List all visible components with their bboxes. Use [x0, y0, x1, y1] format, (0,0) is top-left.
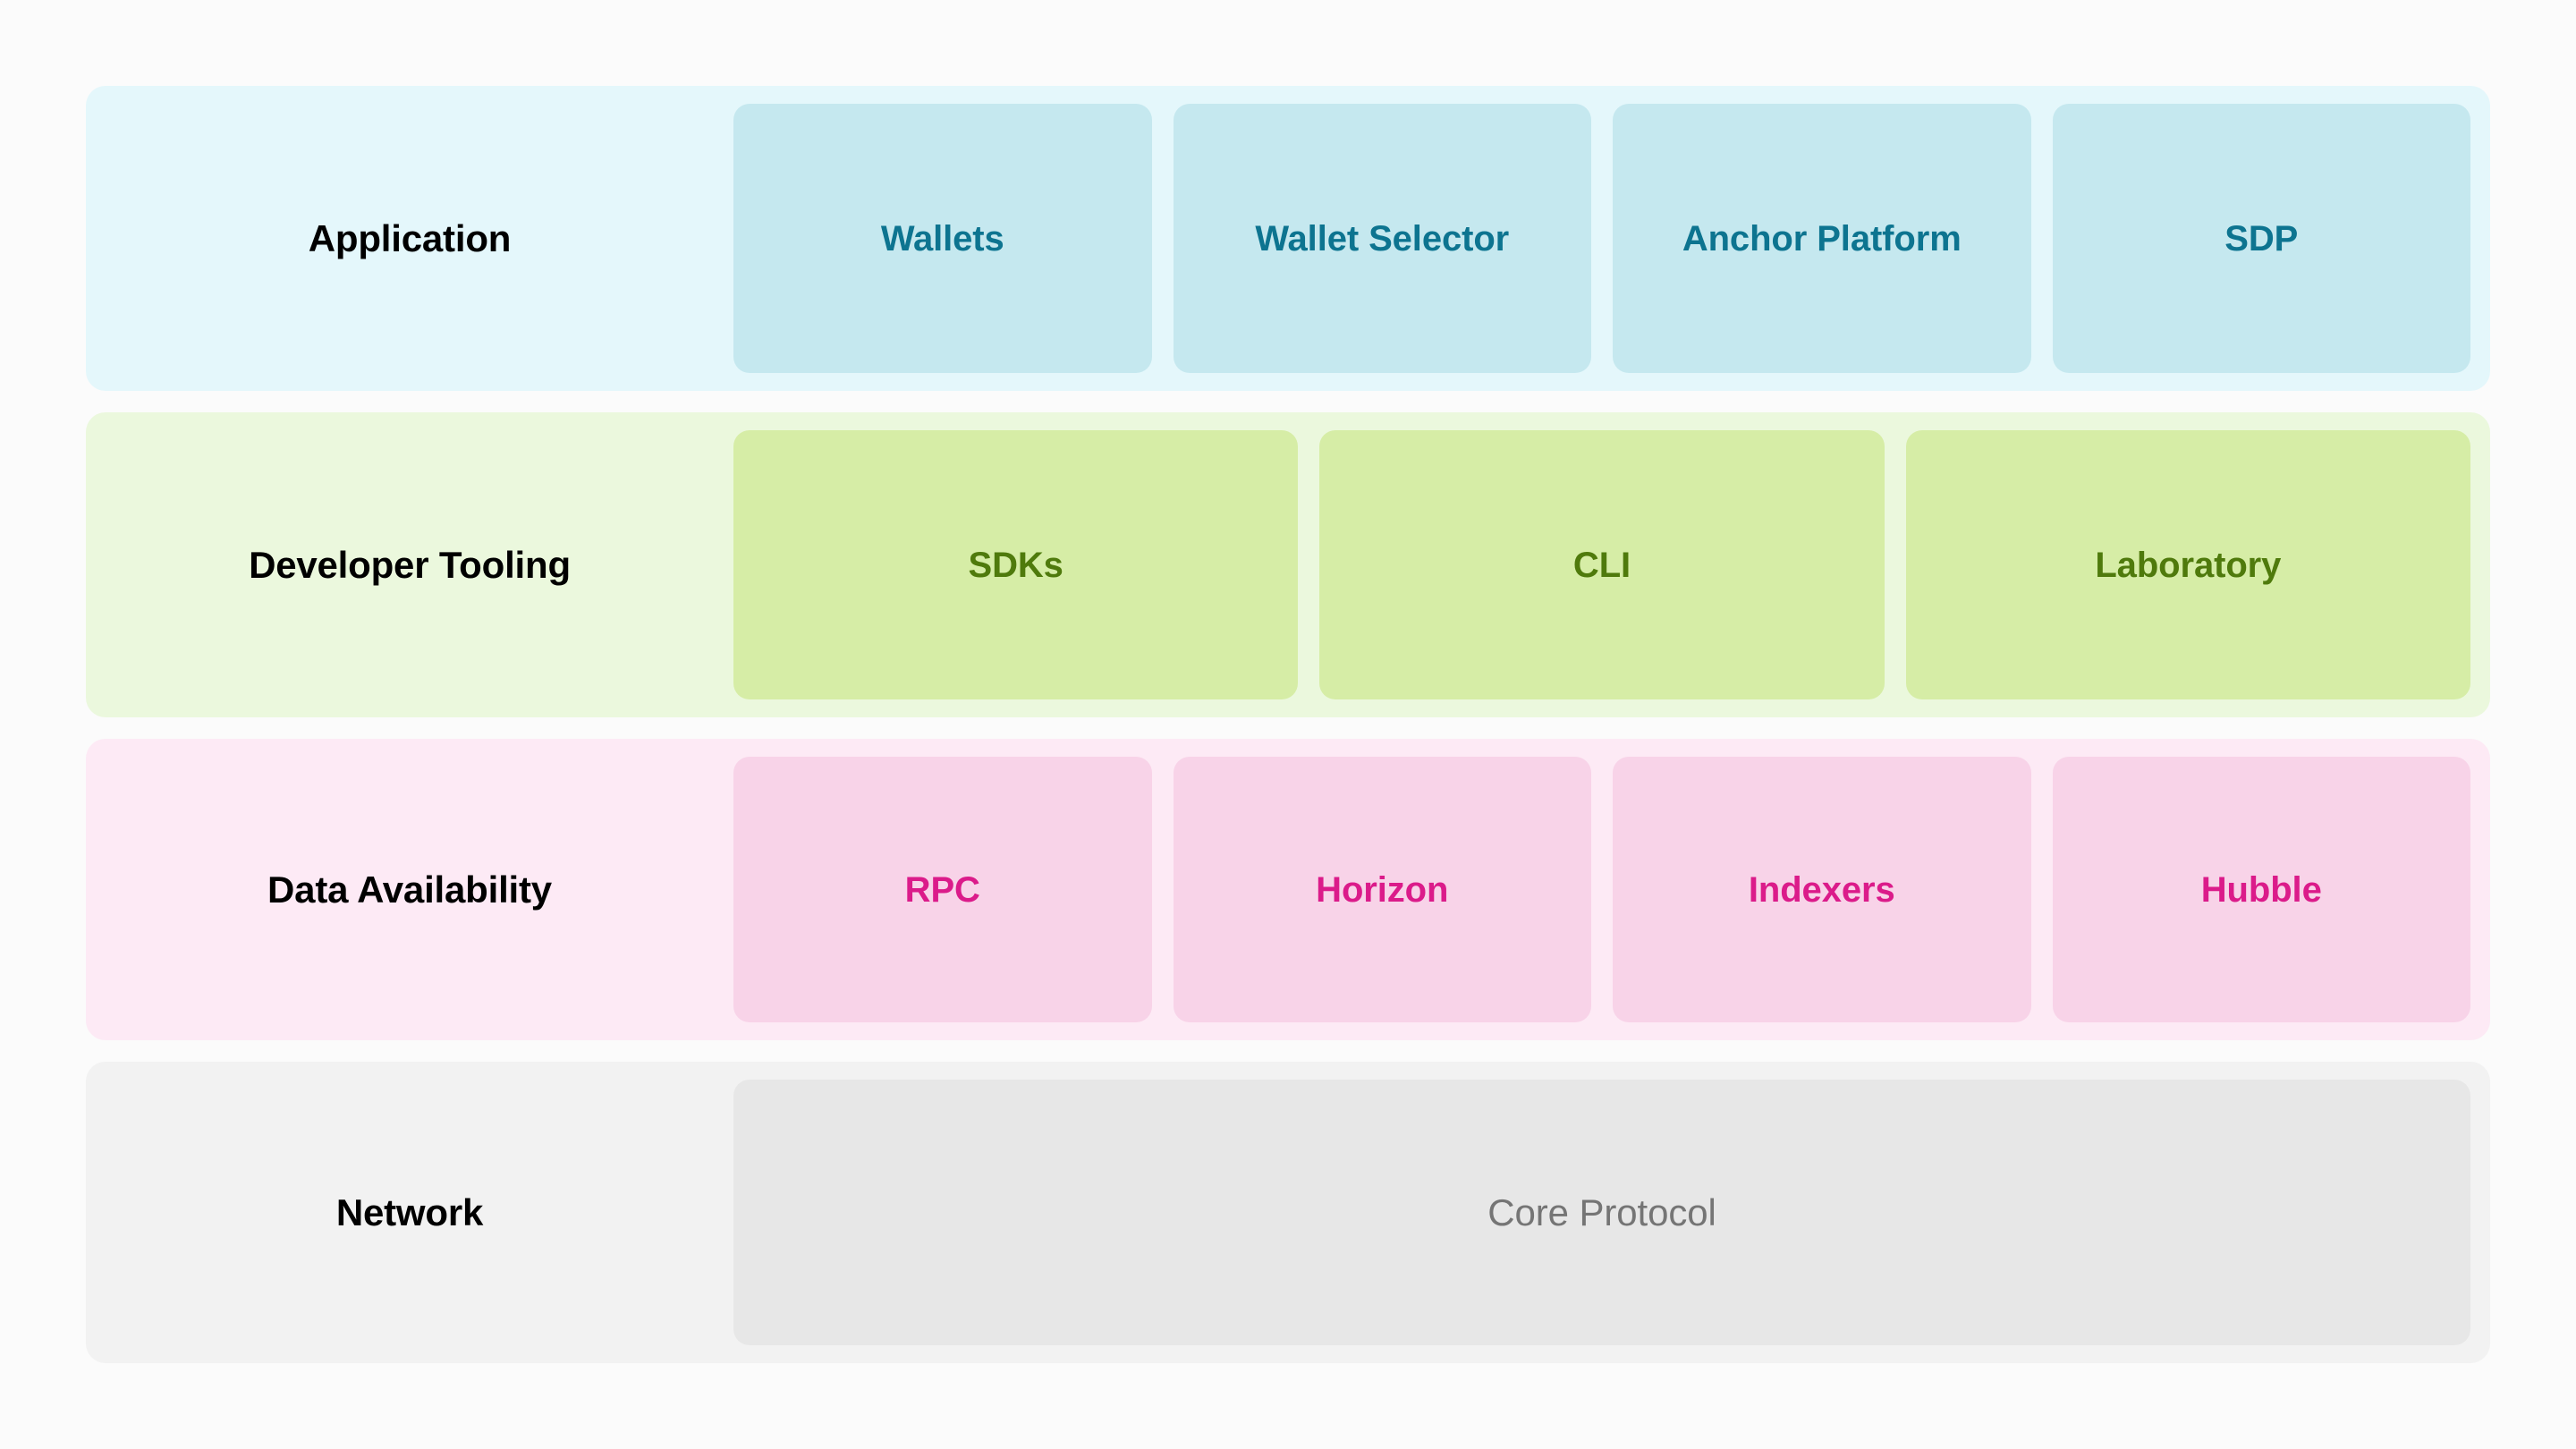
- layer-row-application: Application Wallets Wallet Selector Anch…: [86, 86, 2490, 391]
- layer-label-developer-tooling: Developer Tooling: [249, 543, 571, 586]
- tile-rpc[interactable]: RPC: [733, 757, 1152, 1022]
- layer-tiles-data-availability: RPC Horizon Indexers Hubble: [733, 739, 2490, 1040]
- layered-architecture-diagram: Application Wallets Wallet Selector Anch…: [86, 86, 2490, 1363]
- layer-label-network: Network: [335, 1191, 484, 1233]
- tile-cli[interactable]: CLI: [1319, 430, 1885, 699]
- tile-sdp[interactable]: SDP: [2052, 104, 2470, 373]
- tile-horizon[interactable]: Horizon: [1173, 757, 1591, 1022]
- layer-label-data-availability: Data Availability: [267, 868, 552, 911]
- layer-row-network: Network Core Protocol: [86, 1062, 2490, 1363]
- tile-indexers[interactable]: Indexers: [1613, 757, 2031, 1022]
- layer-label-application: Application: [308, 216, 512, 259]
- layer-row-developer-tooling: Developer Tooling SDKs CLI Laboratory: [86, 412, 2490, 717]
- layer-row-data-availability: Data Availability RPC Horizon Indexers H…: [86, 739, 2490, 1040]
- tile-wallets[interactable]: Wallets: [733, 104, 1152, 373]
- layer-tiles-network: Core Protocol: [733, 1062, 2490, 1363]
- tile-hubble[interactable]: Hubble: [2052, 757, 2470, 1022]
- tile-core-protocol[interactable]: Core Protocol: [733, 1080, 2470, 1345]
- tile-anchor-platform[interactable]: Anchor Platform: [1613, 104, 2031, 373]
- layer-tiles-application: Wallets Wallet Selector Anchor Platform …: [733, 86, 2490, 391]
- layer-tiles-developer-tooling: SDKs CLI Laboratory: [733, 412, 2490, 717]
- tile-wallet-selector[interactable]: Wallet Selector: [1173, 104, 1591, 373]
- tile-sdks[interactable]: SDKs: [733, 430, 1299, 699]
- tile-laboratory[interactable]: Laboratory: [1905, 430, 2470, 699]
